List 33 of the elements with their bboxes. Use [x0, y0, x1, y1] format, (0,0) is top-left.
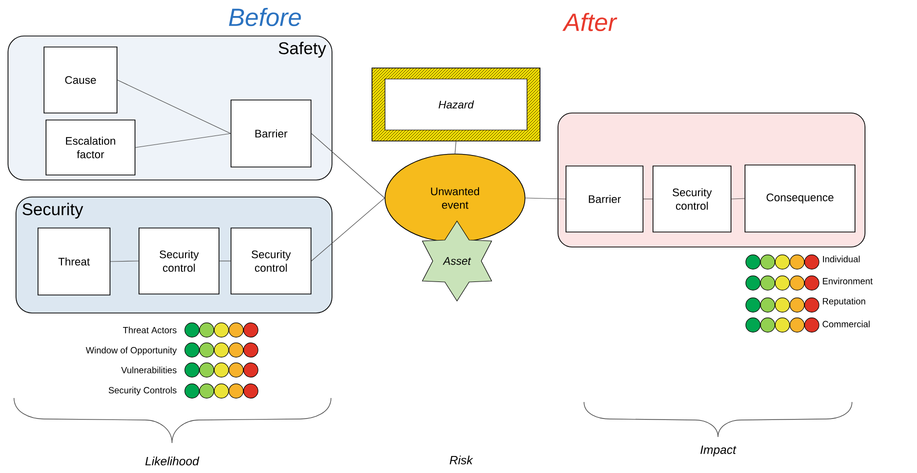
process-box: Barrier: [566, 166, 644, 232]
hazard-box: Hazard: [372, 68, 540, 142]
rating-label: Security Controls: [108, 386, 176, 396]
connector-line: [110, 260, 139, 262]
process-box: Security control: [138, 228, 220, 294]
brace-label: Impact: [700, 446, 736, 456]
connector-line: [643, 198, 653, 200]
rating-label: Individual: [823, 256, 860, 262]
process-box: Security control: [652, 166, 732, 232]
section-heading: After: [562, 12, 618, 32]
process-box: Security control: [230, 228, 312, 294]
connector-line: [311, 133, 385, 198]
connector-line: [117, 80, 231, 134]
brace-label: Likelihood: [145, 456, 200, 466]
rating-label: Vulnerabilities: [121, 366, 176, 374]
connector-line: [525, 198, 566, 200]
process-box: Escalation factor: [46, 120, 136, 176]
connector-line: [311, 198, 385, 262]
rating-label: Threat Actors: [123, 326, 176, 334]
rating-label: Environment: [822, 278, 873, 284]
rating-label: Commercial: [822, 320, 870, 328]
axis-label: Risk: [450, 456, 474, 464]
process-box: Consequence: [744, 164, 856, 232]
section-heading: Before: [228, 8, 301, 26]
process-box: Barrier: [230, 100, 312, 168]
process-box: Threat: [38, 228, 110, 296]
connector-line: [454, 141, 456, 154]
rating-label: Reputation: [822, 298, 866, 306]
rating-label: Window of Opportunity: [86, 346, 177, 356]
connector-line: [219, 260, 231, 262]
connector-line: [731, 198, 745, 200]
process-box: Cause: [44, 46, 118, 114]
connector-line: [135, 133, 231, 148]
